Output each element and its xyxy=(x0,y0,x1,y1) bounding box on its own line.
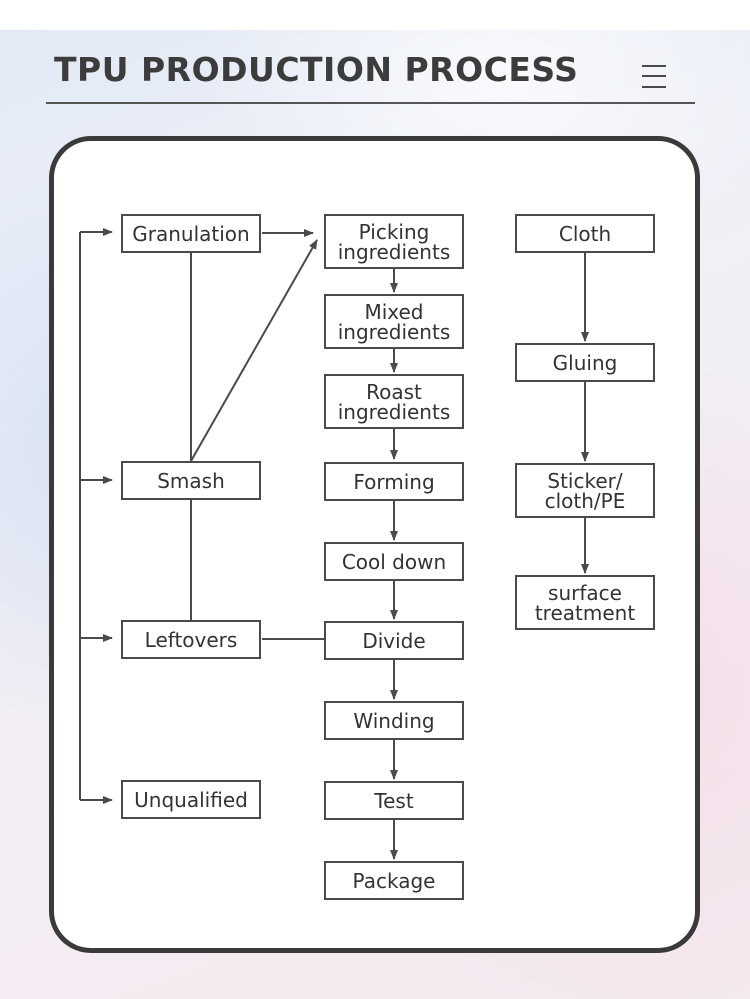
node-cloth: Cloth xyxy=(515,214,655,253)
node-package: Package xyxy=(324,861,464,900)
hamburger-menu-icon[interactable] xyxy=(638,60,670,92)
menu-bar xyxy=(642,65,666,67)
top-strip xyxy=(0,0,750,30)
node-unqualified: Unqualified xyxy=(121,780,261,819)
node-roast-ingredients: Roast ingredients xyxy=(324,374,464,429)
title-divider xyxy=(46,102,695,104)
node-cool-down: Cool down xyxy=(324,542,464,581)
menu-bar xyxy=(642,86,666,88)
node-test: Test xyxy=(324,781,464,820)
node-mixed-ingredients: Mixed ingredients xyxy=(324,294,464,349)
node-picking-ingredients: Picking ingredients xyxy=(324,214,464,269)
page-title: TPU PRODUCTION PROCESS xyxy=(54,50,579,89)
node-forming: Forming xyxy=(324,462,464,501)
arrow-smash-picking xyxy=(190,239,318,462)
node-sticker-cloth-pe: Sticker/ cloth/PE xyxy=(515,463,655,518)
node-leftovers: Leftovers xyxy=(121,620,261,659)
menu-bar xyxy=(642,75,666,77)
node-gluing: Gluing xyxy=(515,343,655,382)
node-surface-treatment: surface treatment xyxy=(515,575,655,630)
node-granulation: Granulation xyxy=(121,214,261,253)
node-divide: Divide xyxy=(324,621,464,660)
node-smash: Smash xyxy=(121,461,261,500)
node-winding: Winding xyxy=(324,701,464,740)
